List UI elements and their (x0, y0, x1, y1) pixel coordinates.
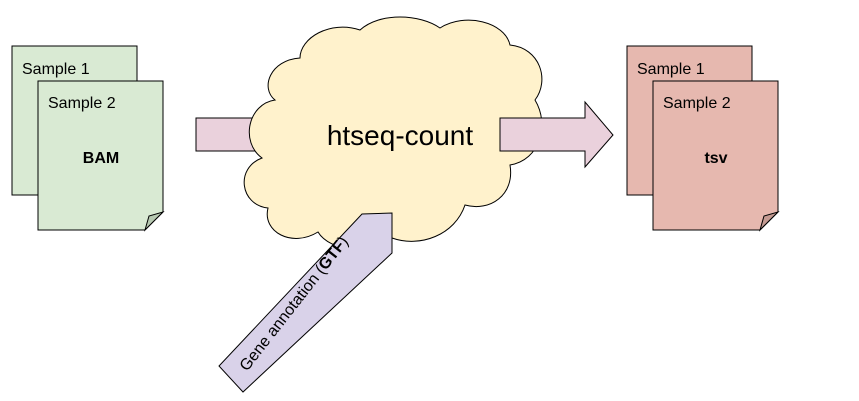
output-format-label: tsv (704, 150, 727, 167)
annotation-arrow-shape (218, 212, 393, 393)
output-sample1-label: Sample 1 (637, 61, 705, 78)
output-sample2-label: Sample 2 (663, 95, 731, 112)
input-documents: Sample 1 Sample 2 BAM (11, 45, 165, 232)
output-sample2-document: Sample 2 tsv (652, 80, 780, 232)
output-documents: Sample 1 Sample 2 tsv (626, 45, 780, 232)
tool-to-output-arrow (499, 100, 614, 169)
input-sample2-document: Sample 2 BAM (37, 80, 165, 232)
annotation-arrow: Gene annotation (GTF) (218, 212, 393, 393)
htseq-count-cloud: htseq-count (243, 16, 543, 250)
tool-label: htseq-count (327, 120, 474, 151)
input-sample2-label: Sample 2 (48, 95, 116, 112)
output-page-fold (758, 210, 780, 232)
input-page-fold (143, 210, 165, 232)
input-format-label: BAM (83, 150, 119, 167)
input-sample1-label: Sample 1 (22, 61, 90, 78)
tool-cloud-shape (243, 16, 543, 250)
